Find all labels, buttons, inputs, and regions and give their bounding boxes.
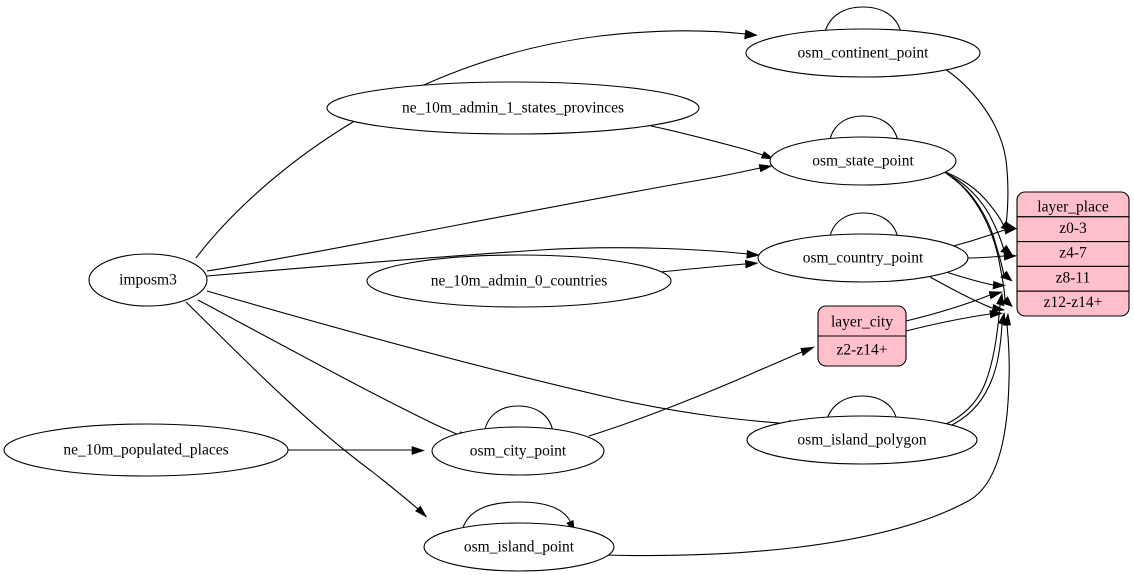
node-label-ne-countries: ne_10m_admin_0_countries [431,273,608,290]
edge-osm-country-point-to-layer-place-z0-3 [949,229,1006,248]
edge-layer-city-to-layer-place-z12-z14 [905,313,991,332]
node-ne-10m-admin-1-states-provinces[interactable]: ne_10m_admin_1_states_provinces [326,81,700,135]
node-osm-state-point[interactable]: osm_state_point [769,136,957,186]
layer-place-row-cell-1[interactable] [1016,241,1130,267]
arrowhead [415,505,428,518]
edge-osm-island-polygon-to-layer-place-z8-11 [943,304,1001,426]
arrowhead [989,310,1004,319]
edge-osm-island-polygon-to-layer-place-z12-z14 [947,323,1003,428]
edge-ne-countries-to-osm-country-point [659,263,746,273]
arrowhead [991,304,1006,313]
edge-self-loop-osm-country-point [828,212,899,243]
arrowhead [1003,251,1018,261]
edge-osm-island-point-to-layer-place-z12-z14 [603,324,1010,557]
arrowhead [744,259,759,269]
node-layer: imposm3 ne_10m_admin_1_states_provinces … [3,28,1130,572]
arrowhead [746,249,761,259]
edge-self-loop-osm-island-polygon [825,395,898,425]
node-osm-country-point[interactable]: osm_country_point [757,233,969,283]
layer-city-row-cell-0[interactable] [817,335,907,367]
node-label-osm-continent-point: osm_continent_point [798,45,930,62]
arrowhead [411,446,425,455]
node-layer-city[interactable]: layer_city z2-z14+ [817,305,907,367]
arrowhead [996,292,1005,306]
edge-osm-continent-point-to-layer-place-z0-3 [941,66,1009,226]
edge-osm-country-point-to-layer-place-z12-z14 [929,276,993,309]
layer-place-row-label-0: z0-3 [1059,220,1087,237]
node-imposm3[interactable]: imposm3 [88,253,208,307]
edge-imposm3-to-osm-city-point [197,299,460,436]
arrowhead [988,291,1004,300]
arrowhead [760,151,775,160]
edge-layer-city-to-layer-place-z8-11 [905,294,991,322]
edge-osm-state-point-to-layer-place-z4-7 [943,171,1005,251]
node-layer-place[interactable]: layer_place z0-3 z4-7 z8-11 z12-z14+ [1016,191,1130,317]
edge-osm-state-point-to-layer-place-z0-3 [939,169,1005,227]
layer-place-row-label-1: z4-7 [1059,245,1087,262]
edge-self-loop-osm-island-point [461,501,571,532]
node-label-osm-island-polygon: osm_island_polygon [797,432,926,449]
edge-imposm3-to-osm-island-polygon [206,290,791,425]
arrowhead [1003,312,1011,326]
node-osm-city-point[interactable]: osm_city_point [431,426,605,476]
edge-imposm3-to-osm-continent-point [195,30,747,259]
node-label-osm-island-point: osm_island_point [464,539,575,556]
edge-self-loop-osm-continent-point [823,6,902,37]
layer-place-row-cell-0[interactable] [1016,216,1130,243]
edge-osm-city-point-to-layer-city-z2-z14 [588,351,803,437]
edge-osm-country-point-to-layer-place-z4-7 [967,255,1005,259]
arrowhead [800,346,816,357]
edge-imposm3-to-osm-island-point [185,301,419,510]
edge-imposm3-to-osm-state-point [206,167,761,272]
node-ne-10m-admin-0-countries[interactable]: ne_10m_admin_0_countries [366,254,672,308]
arrowhead [1000,270,1013,282]
edge-imposm3-to-osm-country-point [206,247,749,277]
layer-place-header-cell [1016,191,1130,218]
layer-place-row-cell-3[interactable] [1016,290,1130,317]
arrowhead [758,164,773,173]
layer-place-title: layer_place [1037,199,1109,216]
arrowhead [992,280,1006,290]
edge-osm-country-point-to-layer-place-z8-11 [945,271,994,286]
node-osm-island-point[interactable]: osm_island_point [423,522,615,572]
edge-self-loop-osm-state-point [828,115,899,146]
edge-self-loop-osm-city-point [483,405,554,436]
arrowhead [744,29,758,40]
node-ne-10m-populated-places[interactable]: ne_10m_populated_places [3,423,289,477]
layer-place-row-label-3: z12-z14+ [1044,294,1103,311]
arrowhead [1003,226,1018,235]
layer-place-row-label-2: z8-11 [1056,269,1091,286]
edge-osm-state-point-to-layer-place-z12-z14 [949,175,1006,303]
node-osm-island-polygon[interactable]: osm_island_polygon [746,415,978,465]
node-label-ne-populated: ne_10m_populated_places [63,442,228,459]
node-label-osm-country-point: osm_country_point [803,250,924,267]
arrowhead [1001,296,1013,308]
layer-city-row-label-0: z2-z14+ [837,342,888,359]
node-label-ne-states: ne_10m_admin_1_states_provinces [402,100,624,117]
node-label-imposm3: imposm3 [119,272,177,289]
node-osm-continent-point[interactable]: osm_continent_point [745,28,981,78]
node-label-osm-city-point: osm_city_point [470,443,567,460]
layer-city-title: layer_city [831,314,893,331]
arrowhead [998,311,1007,326]
edge-ne-states-to-osm-state-point [650,125,764,156]
node-label-osm-state-point: osm_state_point [812,153,914,170]
layer-city-header-cell [817,305,907,337]
